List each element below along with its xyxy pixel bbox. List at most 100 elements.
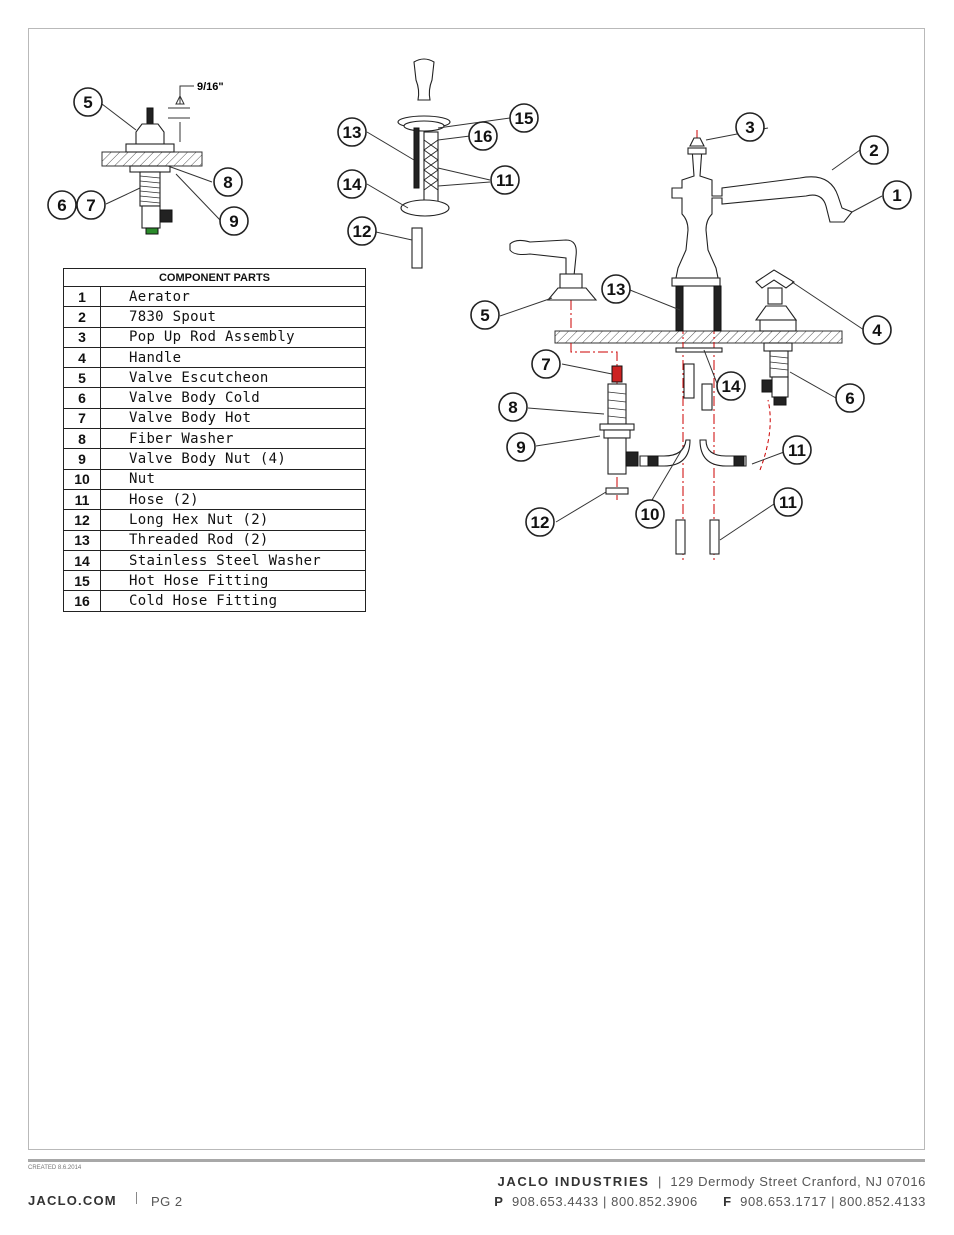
part-description: Handle: [100, 346, 366, 369]
callout-bubble: 15: [509, 103, 539, 133]
part-description: Stainless Steel Washer: [100, 549, 366, 572]
svg-text:8: 8: [508, 398, 517, 417]
callout-bubble: 2: [859, 135, 889, 165]
callout-bubble: 1: [882, 180, 912, 210]
part-number: 4: [63, 346, 101, 369]
part-description: Nut: [100, 468, 366, 490]
svg-text:16: 16: [474, 127, 493, 146]
part-description: Threaded Rod (2): [100, 529, 366, 551]
callout-bubble: 7: [531, 349, 561, 379]
callout-bubble: 12: [347, 216, 377, 246]
main-assembly-view: [499, 127, 883, 560]
svg-text:15: 15: [515, 109, 534, 128]
created-date: CREATED 8.6.2014: [28, 1165, 82, 1171]
callout-bubble: 4: [862, 315, 892, 345]
callout-bubble: 8: [498, 392, 528, 422]
part-number: 12: [63, 509, 101, 531]
part-description: Cold Hose Fitting: [100, 590, 366, 612]
part-number: 14: [63, 549, 101, 572]
part-number: 11: [63, 488, 101, 511]
svg-text:13: 13: [343, 123, 362, 142]
svg-text:1: 1: [892, 186, 901, 205]
footer-divider: [136, 1192, 137, 1204]
svg-text:13: 13: [607, 280, 626, 299]
svg-text:3: 3: [745, 118, 754, 137]
svg-text:11: 11: [496, 171, 514, 190]
svg-text:10: 10: [641, 505, 660, 524]
svg-text:2: 2: [869, 141, 878, 160]
company-address: JACLO INDUSTRIES | 129 Dermody Street Cr…: [497, 1174, 926, 1189]
callout-bubble: 6: [47, 190, 77, 220]
callout-bubble: 7: [76, 190, 106, 220]
callout-bubble: 11: [773, 487, 803, 517]
part-description: Valve Escutcheon: [100, 367, 366, 389]
part-description: Fiber Washer: [100, 428, 366, 450]
svg-text:9: 9: [229, 212, 238, 231]
svg-text:6: 6: [845, 389, 854, 408]
phone-label: P: [494, 1194, 504, 1209]
phone-numbers: 908.653.4433 | 800.852.3906: [512, 1194, 698, 1209]
svg-text:5: 5: [83, 93, 92, 112]
part-description: Aerator: [100, 285, 366, 308]
part-description: 7830 Spout: [100, 306, 366, 328]
part-number: 8: [63, 428, 101, 450]
part-description: Hot Hose Fitting: [100, 570, 366, 592]
part-description: Valve Body Cold: [100, 387, 366, 409]
svg-text:7: 7: [86, 196, 95, 215]
svg-text:7: 7: [541, 355, 550, 374]
callouts-spout-detail: 13 15 16 14 11 12: [337, 103, 539, 246]
contact-numbers: P 908.653.4433 | 800.852.3906 F 908.653.…: [494, 1194, 926, 1209]
part-number: 9: [63, 448, 101, 470]
page-number: PG 2: [151, 1194, 183, 1209]
svg-text:8: 8: [223, 173, 232, 192]
svg-text:6: 6: [57, 196, 66, 215]
part-number: 1: [63, 285, 101, 308]
address: 129 Dermody Street Cranford, NJ 07016: [670, 1174, 926, 1189]
callout-bubble: 13: [337, 117, 367, 147]
dimension-label: 9/16": [197, 81, 224, 93]
callout-bubble: 6: [835, 383, 865, 413]
part-description: Long Hex Nut (2): [100, 509, 366, 531]
callout-bubble: 11: [490, 165, 520, 195]
fax-label: F: [723, 1194, 732, 1209]
part-description: Hose (2): [100, 488, 366, 511]
callout-bubble: 5: [73, 87, 103, 117]
svg-text:12: 12: [353, 222, 372, 241]
part-number: 3: [63, 326, 101, 348]
callout-bubble: 9: [219, 206, 249, 236]
callout-bubble: 16: [468, 121, 498, 151]
table-header: COMPONENT PARTS: [63, 268, 366, 287]
callout-bubble: 5: [470, 300, 500, 330]
website-link[interactable]: JACLO.COM: [28, 1193, 117, 1208]
callout-bubble: 11: [782, 435, 812, 465]
company-name: JACLO INDUSTRIES: [497, 1174, 650, 1189]
svg-text:14: 14: [343, 175, 362, 194]
callouts-valve-detail: 5 8 6 7 9: [47, 87, 249, 236]
part-number: 7: [63, 407, 101, 430]
callout-bubble: 10: [635, 499, 665, 529]
svg-text:12: 12: [531, 513, 550, 532]
callout-bubble: 13: [601, 274, 631, 304]
callouts-main-assembly: 3 2 1 4 13 5 7 14 6 8 9 11 11 12 10: [470, 112, 912, 537]
callout-bubble: 12: [525, 507, 555, 537]
part-number: 6: [63, 387, 101, 409]
callout-bubble: 14: [716, 371, 746, 401]
svg-text:14: 14: [722, 377, 741, 396]
